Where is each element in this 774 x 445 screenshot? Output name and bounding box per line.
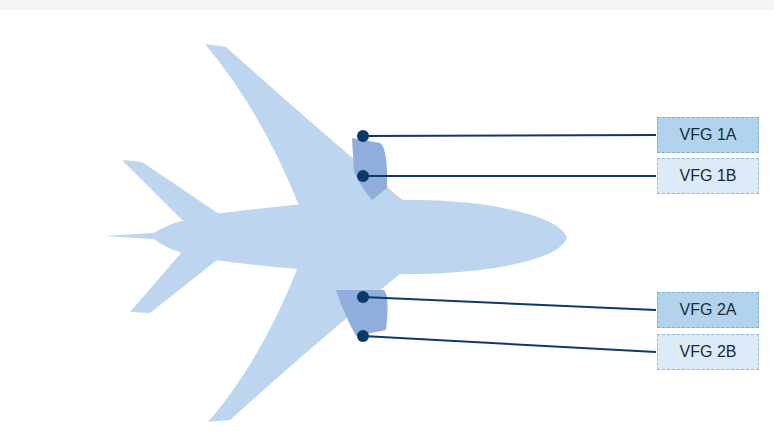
leader-line [363, 135, 656, 136]
leader-line [363, 336, 656, 352]
anchor-dot [357, 291, 369, 303]
box-label: VFG 2B [680, 343, 737, 361]
lower-wing [208, 262, 405, 422]
leader-lines [363, 135, 656, 352]
leader-line [363, 297, 656, 310]
top-band [0, 0, 774, 10]
upper-stabilizer [122, 160, 222, 220]
upper-wing [205, 44, 405, 208]
engines [336, 138, 388, 336]
anchor-dots [357, 130, 369, 342]
label-box: VFG 1B [657, 158, 759, 194]
leader-line [363, 175, 656, 177]
label-box: VFG 2A [657, 292, 759, 328]
label-box: VFG 2B [657, 334, 759, 370]
anchor-dot [357, 330, 369, 342]
anchor-dot [357, 170, 369, 182]
box-label: VFG 2A [680, 301, 737, 319]
engine-left [352, 138, 387, 200]
airplane [104, 44, 567, 422]
label-box: VFG 1A [657, 117, 759, 153]
lower-stabilizer [130, 252, 222, 313]
box-label: VFG 1B [680, 167, 737, 185]
fuselage [150, 200, 567, 274]
anchor-dot [357, 130, 369, 142]
box-label: VFG 1A [680, 126, 737, 144]
